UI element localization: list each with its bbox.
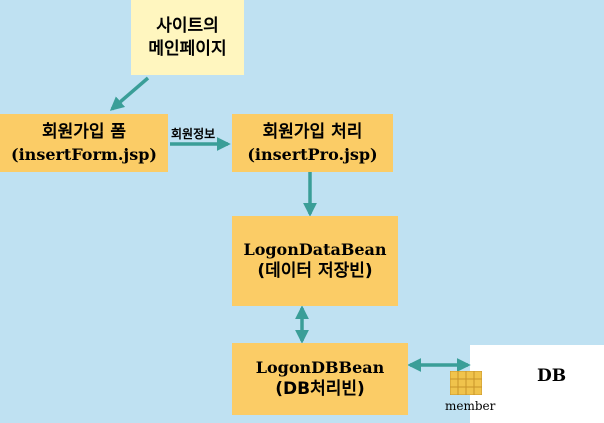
db-area [470,345,604,423]
insert-pro-node: 회원가입 처리 (insertPro.jsp) [232,114,393,172]
data-bean-node: LogonDataBean (데이터 저장빈) [232,216,398,306]
db-label: DB [537,366,567,386]
main-page-line2: 메인페이지 [148,38,227,59]
insert-pro-line1: 회원가입 처리 [262,121,363,142]
main-page-line1: 사이트의 [156,15,219,36]
db-bean-node: LogonDBBean (DB처리빈) [232,343,408,415]
insert-form-node: 회원가입 폼 (insertForm.jsp) [0,114,168,172]
db-table-label: member [445,399,496,413]
data-bean-line1: LogonDataBean [243,239,387,259]
db-bean-line1: LogonDBBean [255,357,385,377]
table-grid-icon [450,371,482,395]
main-page-node: 사이트의 메인페이지 [131,0,244,75]
insert-pro-line2: (insertPro.jsp) [247,144,378,164]
arrow-main-to-form [109,76,150,111]
data-bean-line2: (데이터 저장빈) [257,261,373,282]
insert-form-line2: (insertForm.jsp) [11,144,157,164]
edge-label-member-info: 회원정보 [171,127,216,141]
insert-form-line1: 회원가입 폼 [41,121,127,142]
db-bean-line2: (DB처리빈) [275,379,365,400]
